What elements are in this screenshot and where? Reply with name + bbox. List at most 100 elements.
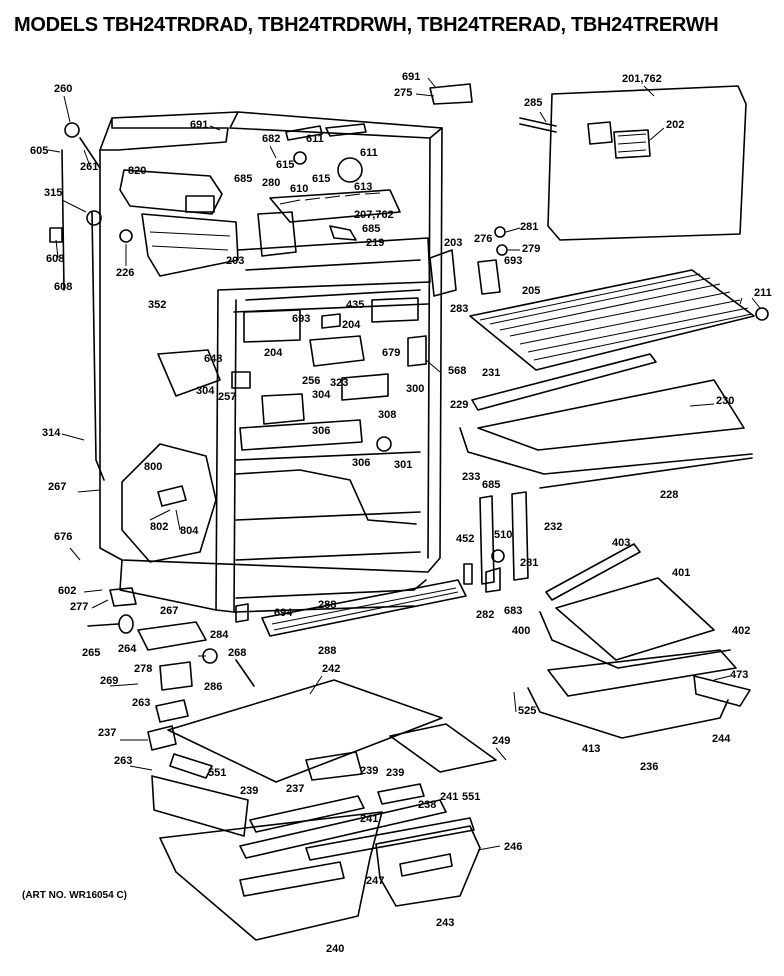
label-241b: 241 xyxy=(360,813,378,825)
label-306b: 306 xyxy=(352,457,370,469)
label-685: 685 xyxy=(234,173,252,185)
water-tubes xyxy=(49,122,133,481)
label-685c: 685 xyxy=(482,479,500,491)
label-802: 802 xyxy=(150,521,168,533)
label-244: 244 xyxy=(712,733,731,745)
label-277: 277 xyxy=(70,601,88,613)
label-238: 238 xyxy=(418,799,436,811)
evaporator-fan-assembly xyxy=(257,123,401,257)
label-279: 279 xyxy=(522,243,540,255)
label-611b: 611 xyxy=(360,147,378,159)
label-685b: 685 xyxy=(362,223,380,235)
label-304: 304 xyxy=(196,385,215,397)
label-691b: 691 xyxy=(402,71,420,83)
label-233: 233 xyxy=(462,471,480,483)
label-282: 282 xyxy=(476,609,494,621)
label-473: 473 xyxy=(730,669,748,681)
label-275: 275 xyxy=(394,87,412,99)
label-241: 241 xyxy=(440,791,458,803)
label-236: 236 xyxy=(640,761,658,773)
label-232: 232 xyxy=(544,521,562,533)
label-201-762: 201,762 xyxy=(622,73,662,85)
label-525: 525 xyxy=(518,705,536,717)
label-403: 403 xyxy=(612,537,630,549)
label-308: 308 xyxy=(378,409,396,421)
label-203b: 203 xyxy=(226,255,244,267)
label-435: 435 xyxy=(346,299,364,311)
label-510: 510 xyxy=(494,529,512,541)
label-413: 413 xyxy=(582,743,600,755)
label-265: 265 xyxy=(82,647,100,659)
label-352: 352 xyxy=(148,299,166,311)
door-hinge-parts xyxy=(429,226,529,593)
glass-shelf-230 xyxy=(459,353,753,489)
art-number: (ART NO. WR16054 C) xyxy=(22,890,128,901)
label-230: 230 xyxy=(716,395,734,407)
label-615b: 615 xyxy=(312,173,330,185)
rear-panel xyxy=(429,83,747,241)
label-207-762: 207,762 xyxy=(354,209,394,221)
label-286: 286 xyxy=(204,681,222,693)
label-261: 261 xyxy=(80,161,98,173)
label-648: 648 xyxy=(204,353,222,365)
wire-shelf-205 xyxy=(469,269,769,371)
label-239b: 239 xyxy=(386,767,404,779)
refrigerator-cabinet xyxy=(99,111,443,613)
label-219: 219 xyxy=(366,237,384,249)
label-323: 323 xyxy=(330,377,348,389)
label-400: 400 xyxy=(512,625,530,637)
label-239: 239 xyxy=(360,765,378,777)
label-288: 288 xyxy=(318,599,336,611)
label-246: 246 xyxy=(504,841,522,853)
label-249: 249 xyxy=(492,735,510,747)
label-800: 800 xyxy=(144,461,162,473)
label-267b: 267 xyxy=(160,605,178,617)
label-257: 257 xyxy=(218,391,236,403)
label-231: 231 xyxy=(482,367,500,379)
label-300: 300 xyxy=(406,383,424,395)
leader-lines xyxy=(47,77,761,851)
label-820: 820 xyxy=(128,165,146,177)
label-676: 676 xyxy=(54,531,72,543)
label-237b: 237 xyxy=(286,783,304,795)
label-288b: 288 xyxy=(318,645,336,657)
label-268: 268 xyxy=(228,647,246,659)
label-263: 263 xyxy=(132,697,150,709)
crisper-drawers xyxy=(159,811,481,941)
label-568: 568 xyxy=(448,365,466,377)
label-315: 315 xyxy=(44,187,62,199)
crisper-pan-cover xyxy=(147,679,497,861)
glass-shelf-401 xyxy=(527,543,751,739)
label-211: 211 xyxy=(754,287,772,299)
label-615: 615 xyxy=(276,159,294,171)
label-205: 205 xyxy=(522,285,540,297)
label-452: 452 xyxy=(456,533,474,545)
label-237: 237 xyxy=(98,727,116,739)
label-306: 306 xyxy=(312,425,330,437)
label-693b: 693 xyxy=(292,313,310,325)
label-226: 226 xyxy=(116,267,134,279)
label-602: 602 xyxy=(58,585,76,597)
label-551b: 551 xyxy=(462,791,480,803)
label-679: 679 xyxy=(382,347,400,359)
label-264: 264 xyxy=(118,643,137,655)
label-613: 613 xyxy=(354,181,372,193)
label-551: 551 xyxy=(208,767,226,779)
diagram-title: MODELS TBH24TRDRAD, TBH24TRDRWH, TBH24TR… xyxy=(14,14,719,36)
label-281: 281 xyxy=(520,221,538,233)
label-693: 693 xyxy=(504,255,522,267)
label-228: 228 xyxy=(660,489,678,501)
label-304b: 304 xyxy=(312,389,331,401)
label-694: 694 xyxy=(274,607,293,619)
label-804: 804 xyxy=(180,525,199,537)
control-components xyxy=(157,297,427,452)
label-240: 240 xyxy=(326,943,344,955)
label-608: 608 xyxy=(46,253,64,265)
label-267: 267 xyxy=(48,481,66,493)
label-605: 605 xyxy=(30,145,48,157)
label-402: 402 xyxy=(732,625,750,637)
label-611: 611 xyxy=(306,133,324,145)
label-285: 285 xyxy=(524,97,542,109)
icemaker-assembly xyxy=(119,169,239,277)
